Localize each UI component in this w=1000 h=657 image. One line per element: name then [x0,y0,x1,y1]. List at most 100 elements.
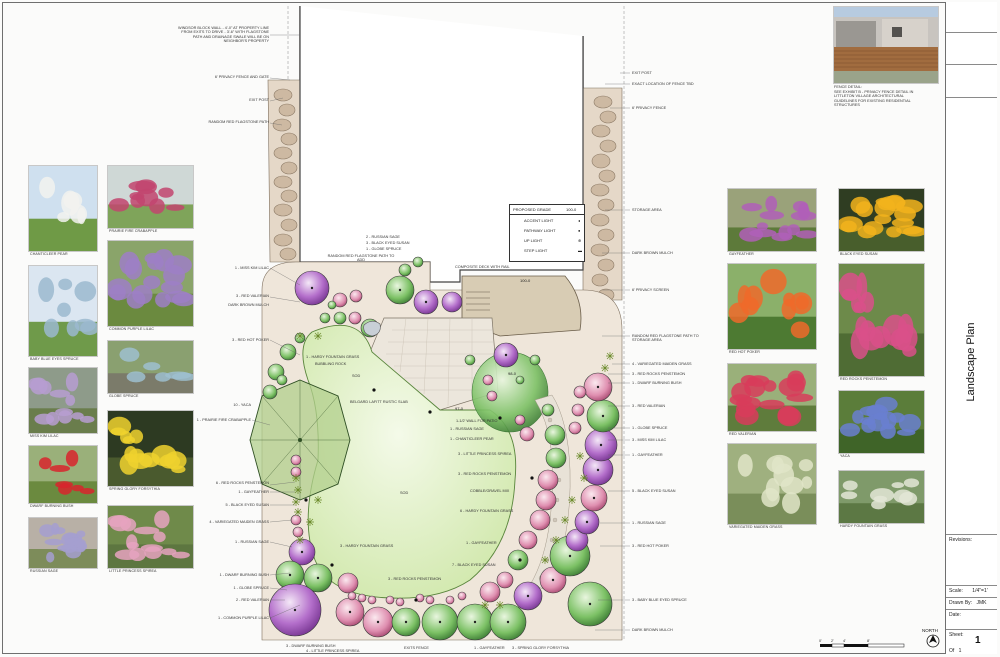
callout-left: 1 - GAYFEATHER [238,490,269,494]
photo-foliage [741,203,762,212]
photo-foliage [898,413,921,433]
plant-center-dot [592,496,596,500]
photo-ground [29,549,97,568]
photo-foliage [143,275,161,290]
plant-photo-red-valerian [727,363,817,432]
callout-center: 3 - LITTLE PRINCESS SPIREA [458,452,512,456]
plant-symbol [348,311,362,325]
photo-caption: RED HOT POKER [729,350,760,354]
pathway-lights [304,388,534,602]
photo-foliage [163,265,185,286]
photo-foliage [762,380,777,392]
fence-detail-photo [833,6,939,84]
photo-foliage [839,423,861,437]
photo-foliage [164,451,187,470]
photo-foliage [39,176,56,199]
photo-foliage [128,180,156,192]
plant-symbol [515,375,525,385]
plant-symbol [571,403,585,417]
callout-center: RANDOM RED FLAGSTONE PATH TO ADD [327,254,395,263]
photo-foliage [839,272,863,301]
grass-tuft-symbol [314,332,322,340]
photo-foliage [781,299,797,320]
callout-center: 1 - GLOBE SPRUCE [366,247,402,251]
callout-center: 1 - GAYFEATHER [474,646,505,650]
legend-label: UP LIGHT [524,238,543,243]
callout-center: 1-1/2' WALL FOR PATIO [456,419,498,423]
grass-tuft-symbol [568,496,576,504]
photo-foliage [798,459,814,472]
plant-symbol [276,374,288,386]
callout-left: 5 - BLACK EYED SUSAN [225,503,269,507]
callout-center: SOD [400,491,409,495]
plant-photo-red-rocks-penstemon [838,263,925,377]
plant-photo-black-eyed-susan [838,188,925,252]
drawn-by-label: Drawn By: JMK [949,600,986,606]
plant-center-dot [348,610,352,614]
callout-center: 3 - BLACK EYED SUSAN [366,241,410,245]
plant-photo-globe-spruce [107,340,194,394]
grass-tuft-symbol [496,601,504,609]
plant-center-dot [310,286,314,290]
callout-right: STORAGE AREA [632,208,662,212]
grade-label: 98-0 [508,371,517,376]
plant-symbol [496,571,514,589]
plant-symbol [332,292,348,308]
legend-label: STEP LIGHT [524,248,548,253]
grass-tuft-symbol [294,486,302,494]
photo-foliage [842,480,858,491]
photo-foliage [133,526,160,535]
plant-center-dot [588,602,592,606]
callout-center: 1 - RUSSIAN SAGE [450,427,484,431]
callout-center: COMPOSITE DECK WITH RAIL [455,265,510,269]
accent-light-icon: ◂ [578,218,581,223]
legend-label: PATHWAY LIGHT [524,228,556,233]
plant-center-dot [376,620,380,624]
grass-tuft-symbol [561,516,569,524]
photo-caption: GAYFEATHER [729,252,754,256]
callout-center: COBBLE/GRAVEL MIX [470,489,510,493]
callout-center: 3 - HARDY FOUNTAIN GRASS [340,544,394,548]
callout-left: 10 - YACA [233,403,251,407]
callout-left: 1 - GLOBE SPRUCE [233,586,269,590]
north-label: NORTH [922,628,938,633]
fence-detail-caption: FENCE DETAIL: SEE EXHIBIT B - PRIVACY FE… [834,85,913,108]
callout-right: 6' PRIVACY FENCE [632,106,667,110]
callout-left: 1 - MISS KIM LILAC [234,266,269,270]
fence-caption-line: FENCE DETAIL: [834,85,862,89]
plant-center-dot [316,576,320,580]
plant-center-dot [424,300,428,304]
scale-tick: 8' [867,639,870,643]
grass-tuft-symbol [296,332,304,340]
plant-symbol [395,597,405,607]
photo-foliage [126,371,146,383]
photo-foliage [171,551,190,559]
photo-foliage [114,549,140,561]
grass-tuft-symbol [541,556,549,564]
photo-foliage [43,318,59,338]
photo-foliage [108,515,128,527]
photo-foliage [160,548,177,556]
photo-caption: BABY BLUE EYES SPRUCE [30,357,79,361]
callout-leaders [251,34,630,631]
plant-symbol [537,469,559,491]
photo-caption: GLOBE SPRUCE [109,394,139,398]
photo-foliage [790,321,810,339]
photo-foliage [786,393,814,402]
plant-symbol [319,312,331,324]
photo-foliage [153,248,175,272]
plant-symbol [544,424,566,446]
callout-left: DARK BROWN MULCH [228,303,269,307]
photo-foliage [58,278,73,291]
photo-foliage [744,377,766,398]
plant-symbol [519,426,535,442]
legend-row-accent: ACCENT LIGHT◂ [524,218,582,223]
callout-center: 1 - GAYFEATHER [466,541,497,545]
plant-center-dot [398,288,402,292]
plant-photo-miss-kim-lilac [28,367,98,434]
scale-tick: 2' [831,639,834,643]
photo-foliage [756,222,769,231]
legend-title: PROPOSED GRADE [513,207,552,212]
plant-symbol [357,593,367,603]
photo-foliage [124,257,143,280]
